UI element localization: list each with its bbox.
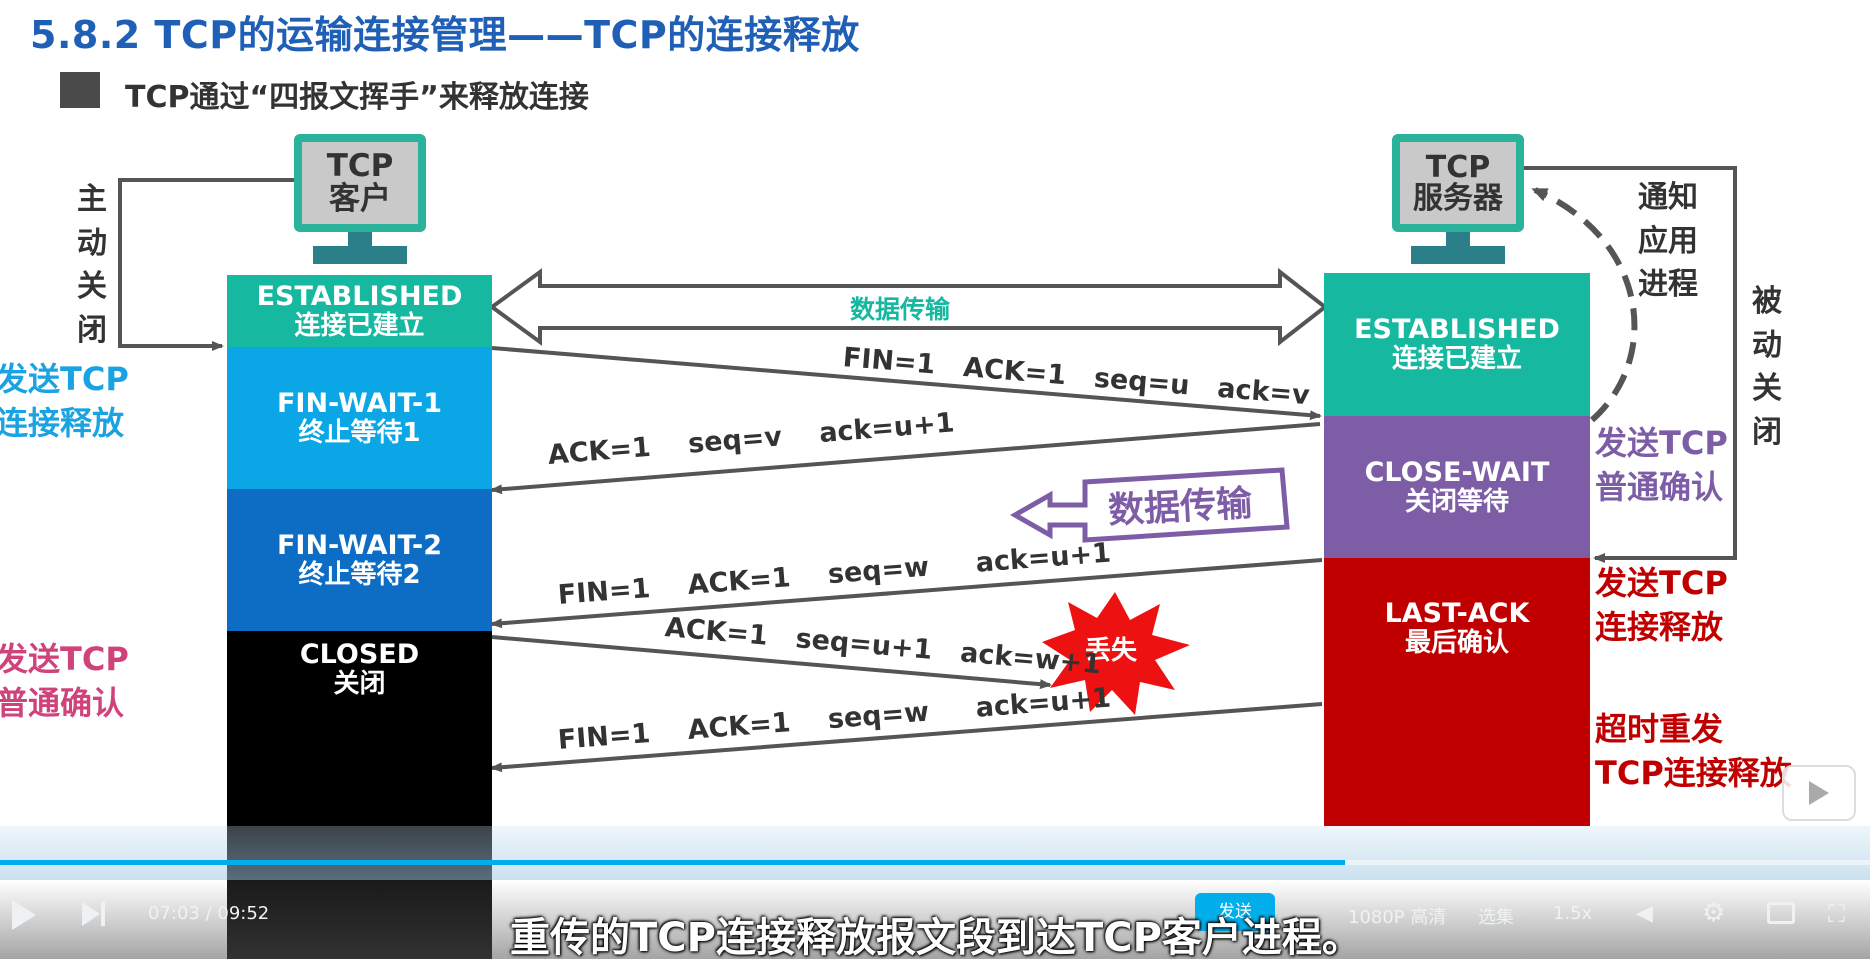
fullscreen-icon[interactable]: ⛶ xyxy=(1828,900,1845,928)
notify-app-label: 通知 应用 进程 xyxy=(1638,180,1698,302)
send-button[interactable]: 发送 xyxy=(1195,893,1275,931)
video-caption: 重传的TCP连接释放报文段到达TCP客户进程。 xyxy=(510,915,1362,961)
seg2-arrow xyxy=(490,422,1321,495)
server-monitor: TCP 服务器 xyxy=(1392,134,1524,232)
volume-icon[interactable]: ◀ xyxy=(1636,901,1653,926)
server-monitor-neck xyxy=(1446,232,1470,246)
next-icon-bar xyxy=(101,902,105,926)
client-monitor-neck xyxy=(348,232,372,246)
seg1-arrow xyxy=(491,346,1322,421)
bullet-square xyxy=(60,72,100,108)
client-monitor-base xyxy=(313,246,407,264)
slide-subtitle: TCP通过“四报文挥手”来释放连接 xyxy=(125,80,589,115)
data-transfer-top-label: 数据传输 xyxy=(850,295,951,324)
lost-label: 丢失 xyxy=(1085,636,1138,666)
server-label-cn: 服务器 xyxy=(1413,181,1503,216)
floating-play-icon[interactable] xyxy=(1782,765,1856,821)
seg4-arrow xyxy=(491,635,1052,690)
quality-button[interactable]: 1080P 高清 xyxy=(1348,907,1447,928)
notify-arc xyxy=(1531,187,1638,423)
lost-starburst xyxy=(1042,592,1190,715)
seg3-arrow xyxy=(490,558,1323,629)
passive-close-line xyxy=(1522,166,1737,563)
speed-button[interactable]: 1.5x xyxy=(1553,903,1593,924)
client-label-tcp: TCP xyxy=(326,148,394,185)
progress-haze xyxy=(0,826,1870,880)
player-controls xyxy=(0,880,1870,959)
server-label-tcp: TCP xyxy=(1425,149,1491,185)
time-display: 07:03 / 09:52 xyxy=(148,903,270,924)
server-monitor-base xyxy=(1411,246,1505,264)
data-transfer-callout xyxy=(1009,467,1290,543)
seg5-arrow xyxy=(490,702,1323,773)
progress-bar-remaining[interactable] xyxy=(1345,860,1870,865)
progress-bar-played[interactable] xyxy=(0,860,1345,865)
client-monitor: TCP 客户 xyxy=(294,134,426,232)
client-label-cn: 客户 xyxy=(329,181,391,217)
active-close-label: 主动关闭 xyxy=(77,182,107,348)
pip-icon[interactable] xyxy=(1767,902,1795,924)
settings-icon[interactable]: ⚙ xyxy=(1702,898,1726,928)
play-icon[interactable] xyxy=(12,900,36,930)
next-icon[interactable] xyxy=(82,902,100,926)
slide-title: 5.8.2 TCP的运输连接管理——TCP的连接释放 xyxy=(30,13,860,57)
passive-close-label: 被动关闭 xyxy=(1752,284,1782,450)
episodes-button[interactable]: 选集 xyxy=(1478,907,1514,928)
active-close-line xyxy=(118,178,295,351)
data-transfer-callout-label: 数据传输 xyxy=(1107,483,1254,532)
